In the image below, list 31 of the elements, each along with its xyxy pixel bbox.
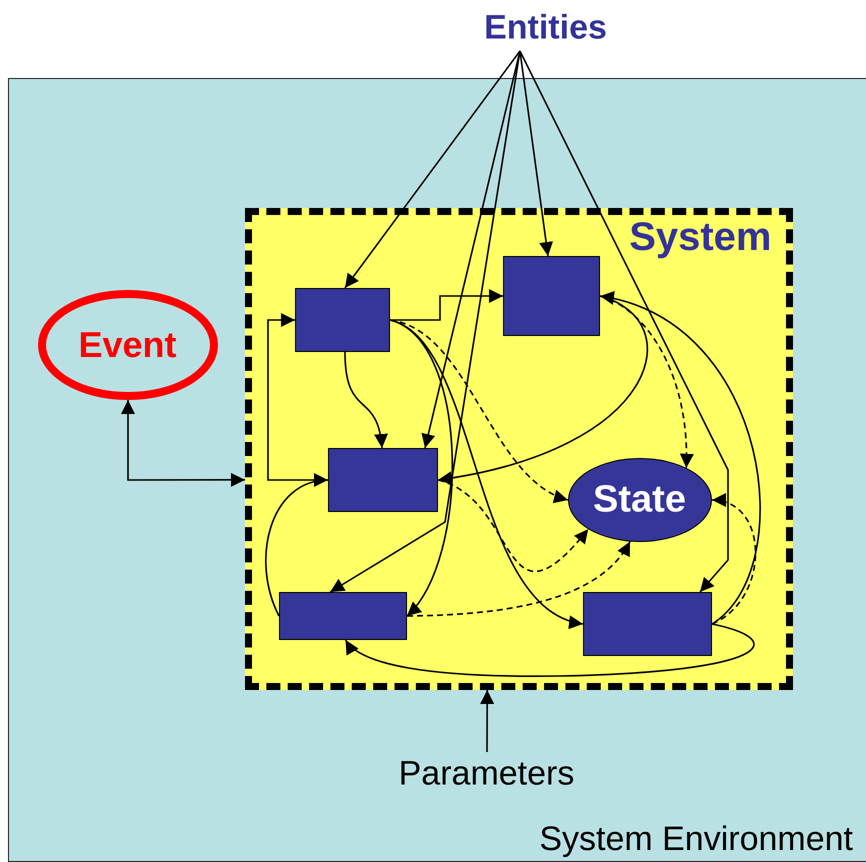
entity-box (328, 448, 438, 512)
event-label: Event (78, 324, 177, 366)
arrow (265, 474, 328, 616)
event-ellipse (38, 290, 218, 400)
arrow (390, 289, 503, 321)
arrow (406, 541, 631, 617)
entities-label: Entities (484, 8, 607, 48)
entity-box (582, 592, 712, 656)
environment-label: System Environment (539, 820, 853, 859)
arrow (330, 50, 521, 593)
system-label: System (629, 214, 772, 260)
arrow (519, 50, 729, 593)
entity-box (502, 256, 600, 336)
arrow (600, 292, 761, 625)
entity-box (278, 592, 406, 640)
parameters-label: Parameters (398, 754, 574, 793)
arrow (438, 479, 589, 572)
entity-box (294, 288, 390, 352)
arrow (390, 319, 584, 626)
arrow (600, 295, 694, 468)
arrow (421, 50, 521, 448)
arrow (390, 319, 568, 502)
arrow (712, 495, 756, 625)
system-area (244, 208, 792, 690)
arrow (344, 352, 388, 448)
state-label: State (593, 478, 686, 521)
arrow (480, 690, 494, 752)
environment-panel (8, 78, 866, 862)
arrow (344, 623, 754, 677)
arrow (121, 400, 245, 487)
arrow (344, 50, 521, 288)
